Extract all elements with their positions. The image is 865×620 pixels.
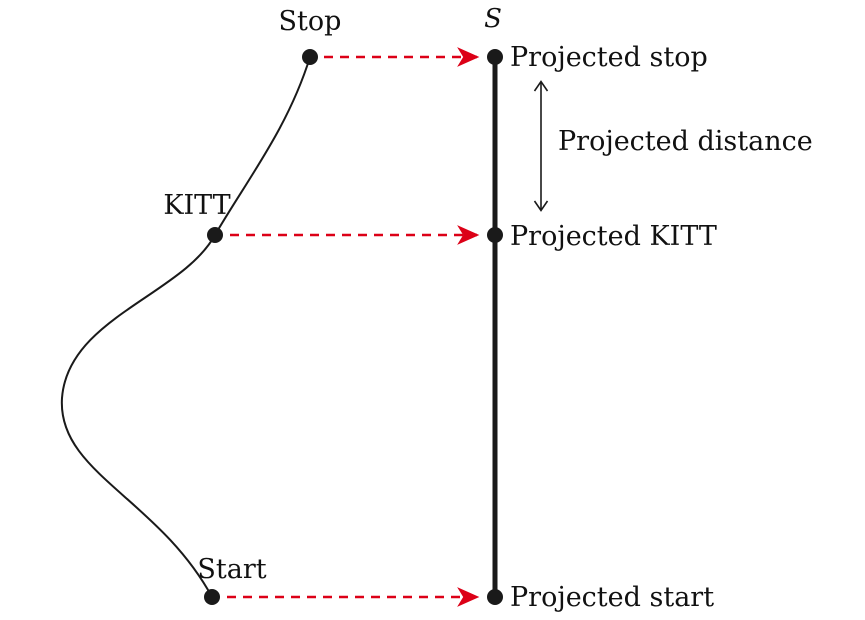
projected-distance-label: Projected distance bbox=[558, 126, 813, 157]
kitt-label: KITT bbox=[163, 190, 230, 221]
distance-arrowhead-up-icon bbox=[533, 80, 549, 92]
projected-kitt-dot bbox=[487, 227, 503, 243]
axis-label: S bbox=[484, 4, 502, 34]
projected-start-label: Projected start bbox=[510, 582, 714, 613]
projected-kitt-label: Projected KITT bbox=[510, 221, 717, 252]
start-point-dot bbox=[204, 589, 220, 605]
projected-stop-dot bbox=[487, 49, 503, 65]
projected-start-dot bbox=[487, 589, 503, 605]
stop-label: Stop bbox=[279, 6, 342, 37]
projected-stop-label: Projected stop bbox=[510, 42, 708, 73]
distance-arrowhead-down-icon bbox=[533, 200, 549, 212]
stop-point-dot bbox=[302, 49, 318, 65]
trajectory-curve bbox=[60, 56, 311, 598]
start-label: Start bbox=[197, 554, 266, 585]
kitt-point-dot bbox=[207, 227, 223, 243]
